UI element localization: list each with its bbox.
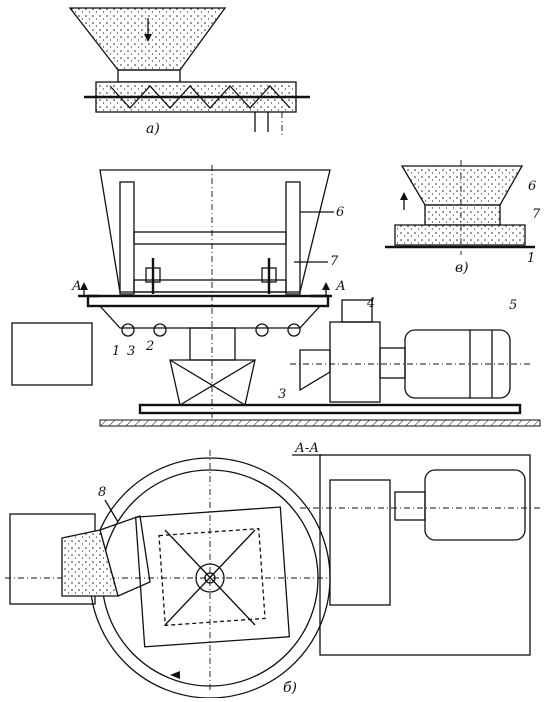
section-mark-right: А [335, 279, 346, 294]
base-frame [138, 403, 522, 415]
view-a-screw-flight [109, 85, 291, 109]
reducer-plan [329, 479, 391, 606]
view-v-plate-material [394, 224, 526, 246]
sleeve-6 [133, 231, 287, 245]
sleeve-plan [158, 527, 266, 627]
gear-bevel-2 [189, 327, 236, 361]
plan-view-section: А-А 8 б) [5, 441, 540, 699]
view-v-hopper [400, 165, 524, 206]
view-a-screw-feeder: а) [68, 7, 310, 138]
view-v-inset: 6 7 1 в) [385, 160, 541, 276]
section-title: А-А [294, 441, 319, 456]
view-v-caption: в) [455, 260, 469, 276]
coupling-shaft [299, 349, 331, 392]
label-part-4: 4 [366, 296, 375, 311]
label-part-3-right: 3 [278, 387, 286, 402]
label-part-6: 6 [336, 205, 344, 220]
drive-frame [319, 454, 531, 656]
motor-plan [424, 469, 526, 541]
view-v-label-1: 1 [527, 251, 535, 266]
section-mark-left: А [71, 279, 82, 294]
frame-post-left [119, 181, 135, 295]
view-b-caption: б) [283, 680, 297, 696]
main-elevation: А А 1 3 2 3 4 5 6 7 [11, 165, 541, 427]
view-v-label-7: 7 [532, 207, 541, 222]
label-part-7: 7 [330, 254, 339, 269]
hopper-plan [134, 506, 291, 648]
coupling-plan [394, 491, 426, 521]
feeder-disk-1 [98, 305, 322, 329]
section-marks: А А [71, 279, 346, 298]
plate-frame [86, 294, 330, 308]
label-part-3-left: 3 [127, 344, 135, 359]
label-part-8: 8 [98, 485, 106, 500]
view-a-neck [117, 69, 181, 83]
adjusting-screws-7 [145, 258, 277, 294]
coupling [379, 347, 406, 379]
view-v-sleeve [424, 204, 501, 226]
label-part-5: 5 [509, 298, 517, 313]
label-part-2: 2 [145, 339, 154, 354]
discharge-chute [11, 322, 93, 386]
reducer-top [341, 299, 373, 323]
foundation [99, 419, 541, 427]
frame-post-right [285, 181, 301, 295]
view-a-outlet [254, 112, 269, 132]
motor-5 [404, 329, 511, 399]
view-v-label-6: 6 [528, 179, 536, 194]
view-a-caption: а) [146, 121, 160, 137]
sleeve-bottom [133, 279, 287, 293]
reducer-4 [329, 321, 381, 403]
column-housing [169, 359, 256, 406]
support-rollers-3 [121, 323, 301, 337]
label-part-1: 1 [112, 344, 120, 359]
